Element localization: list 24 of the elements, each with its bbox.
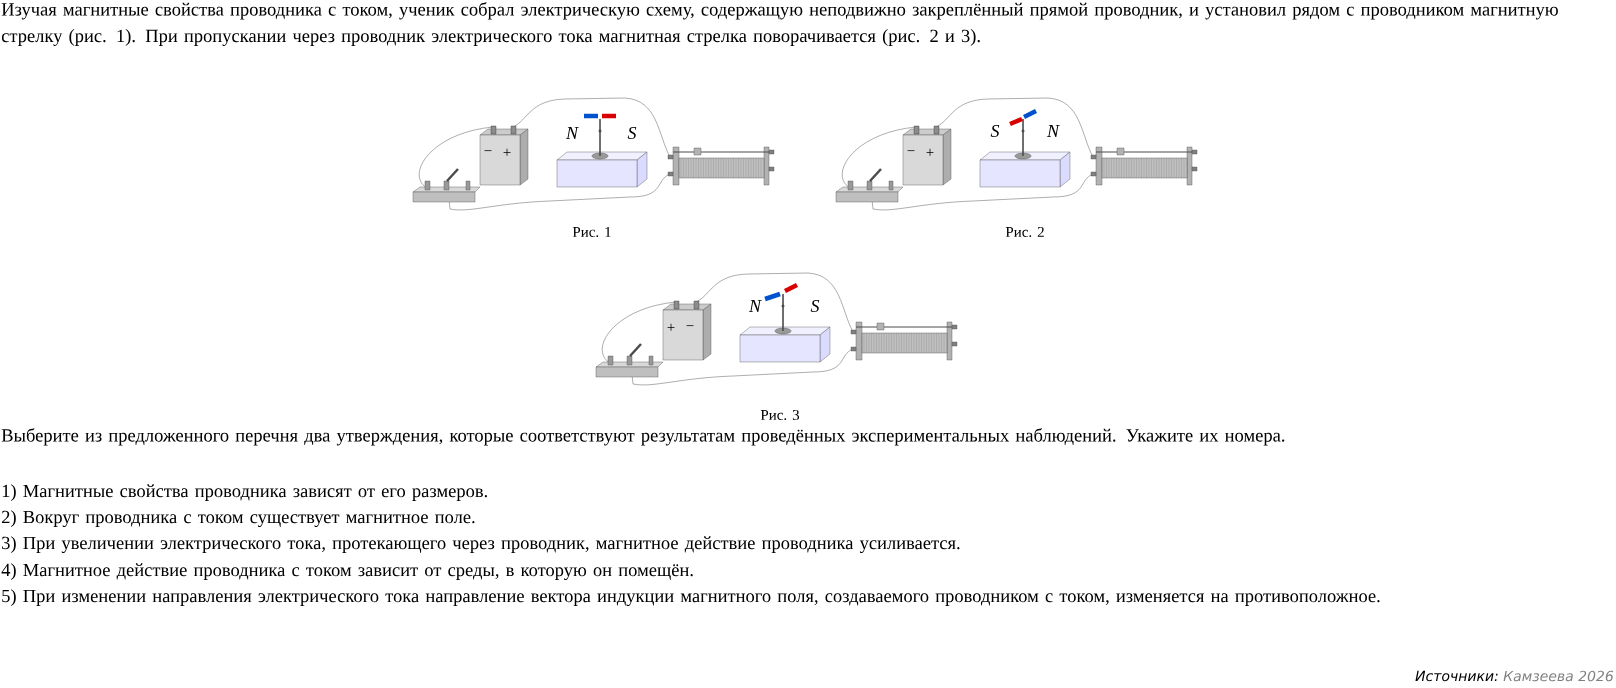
source-name: Камзеева 2026 <box>1503 670 1614 682</box>
pole-label: N <box>1046 125 1060 137</box>
polarity-sign: − <box>484 150 492 152</box>
problem-text: Изучая магнитные свойства проводника с током, ученик собрал электрическую схему, содержащую неподвижно закреплённый прямой проводник, и установил рядом с проводником магнитную стрелку (рис. 1). При пропускании через проводник электрического тока магнитная стрелка поворачивается (рис. 2 и 3). <box>1 2 1558 46</box>
polarity-sign: + <box>667 323 675 331</box>
pole-label: N <box>748 300 762 312</box>
pole-label: S <box>627 126 637 140</box>
pole-label: S <box>810 299 820 313</box>
pole-label: N <box>565 127 579 139</box>
answer-option: 5) При изменении направления электрического тока направление вектора индукции магнитного поля, создаваемого проводником с током, изменяется на противоположное. <box>2 589 1380 607</box>
answer-option: 2) Вокруг проводника с током существует магнитное поле. <box>2 510 475 528</box>
polarity-sign: − <box>907 150 915 152</box>
polarity-sign: − <box>686 325 694 327</box>
figure-caption: Рис. 3 <box>760 409 800 421</box>
source-label: Источники: <box>1415 670 1498 682</box>
answer-option: 4) Магнитное действие проводника с током зависит от среды, в которую он помещён. <box>1 563 693 581</box>
polarity-sign: + <box>503 148 511 156</box>
figure-caption: Рис. 1 <box>572 226 611 238</box>
question-text: Выберите из предложенного перечня два утверждения, которые соответствуют результатам проведённых экспериментальных наблюдений. Укажите их номера. <box>1 428 1285 446</box>
answer-option: 3) При увеличении электрического тока, протекающего через проводник, магнитное действие проводника усиливается. <box>2 536 960 554</box>
pole-label: S <box>990 124 1000 138</box>
answer-option: 1) Магнитные свойства проводника зависят от его размеров. <box>2 484 487 501</box>
polarity-sign: + <box>926 148 934 156</box>
figure-caption: Рис. 2 <box>1005 226 1044 238</box>
